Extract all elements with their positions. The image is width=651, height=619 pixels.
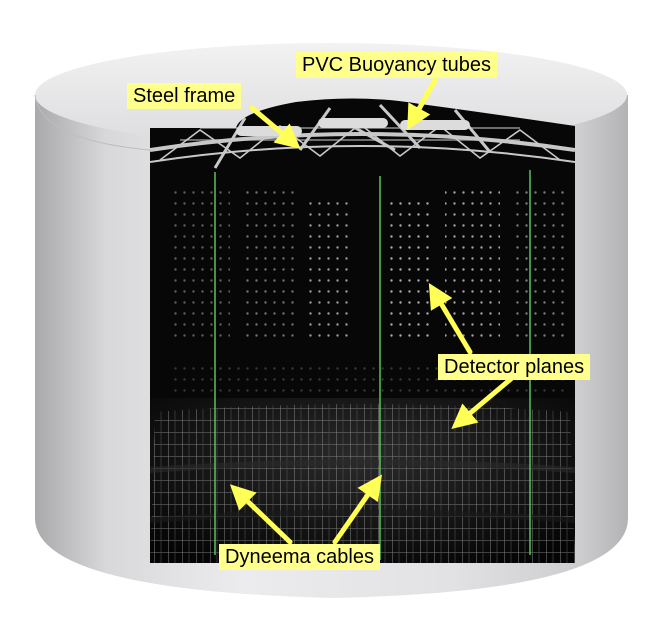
arrow-icon	[229, 77, 515, 545]
interior-cutaway	[150, 98, 575, 563]
label-detector-planes: Detector planes	[438, 354, 591, 380]
arrow-buoyancy-tubes	[407, 77, 438, 131]
label-steel-frame: Steel frame	[127, 83, 242, 109]
arrow-dyneema-cables-left	[229, 484, 293, 545]
label-buoyancy-tubes: PVC Buoyancy tubes	[296, 52, 497, 78]
arrow-dyneema-cables-right	[332, 474, 383, 545]
arrow-detector-planes-upper	[428, 282, 473, 355]
label-dyneema-cables: Dyneema cables	[219, 544, 380, 570]
detector-grid-icon	[170, 185, 565, 400]
arrow-detector-planes-lower	[451, 375, 515, 430]
arrow-steel-frame	[249, 105, 301, 150]
